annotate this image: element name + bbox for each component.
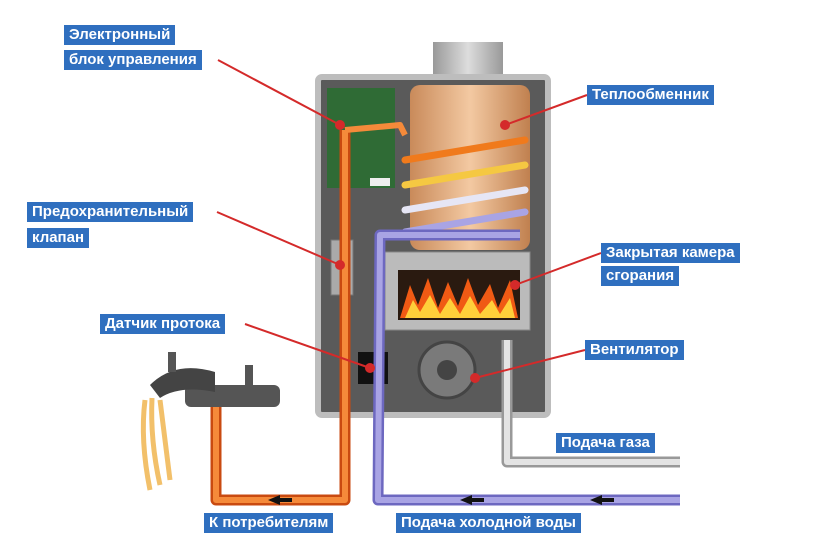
label-heat-exchanger: Теплообменник	[587, 85, 714, 105]
leader-lines	[216, 59, 602, 383]
label-combustion-chamber-line1: Закрытая камера	[601, 243, 740, 263]
faucet	[140, 352, 280, 491]
control-board	[327, 88, 395, 188]
label-control-unit-line2: блок управления	[64, 50, 202, 70]
label-safety-valve-line1: Предохранительный	[27, 202, 194, 222]
flow-arrows	[268, 495, 614, 505]
chimney	[433, 42, 503, 80]
label-gas-supply: Подача газа	[556, 433, 655, 453]
label-to-consumers: К потребителям	[204, 513, 334, 533]
label-flow-sensor: Датчик протока	[100, 314, 226, 334]
label-fan: Вентилятор	[585, 340, 684, 360]
label-combustion-chamber-line2: сгорания	[601, 266, 680, 286]
label-cold-water: Подача холодной воды	[396, 513, 581, 533]
heat-exchanger	[410, 85, 530, 250]
label-control-unit-line1: Электронный	[64, 25, 176, 45]
label-safety-valve-line2: клапан	[27, 228, 90, 248]
